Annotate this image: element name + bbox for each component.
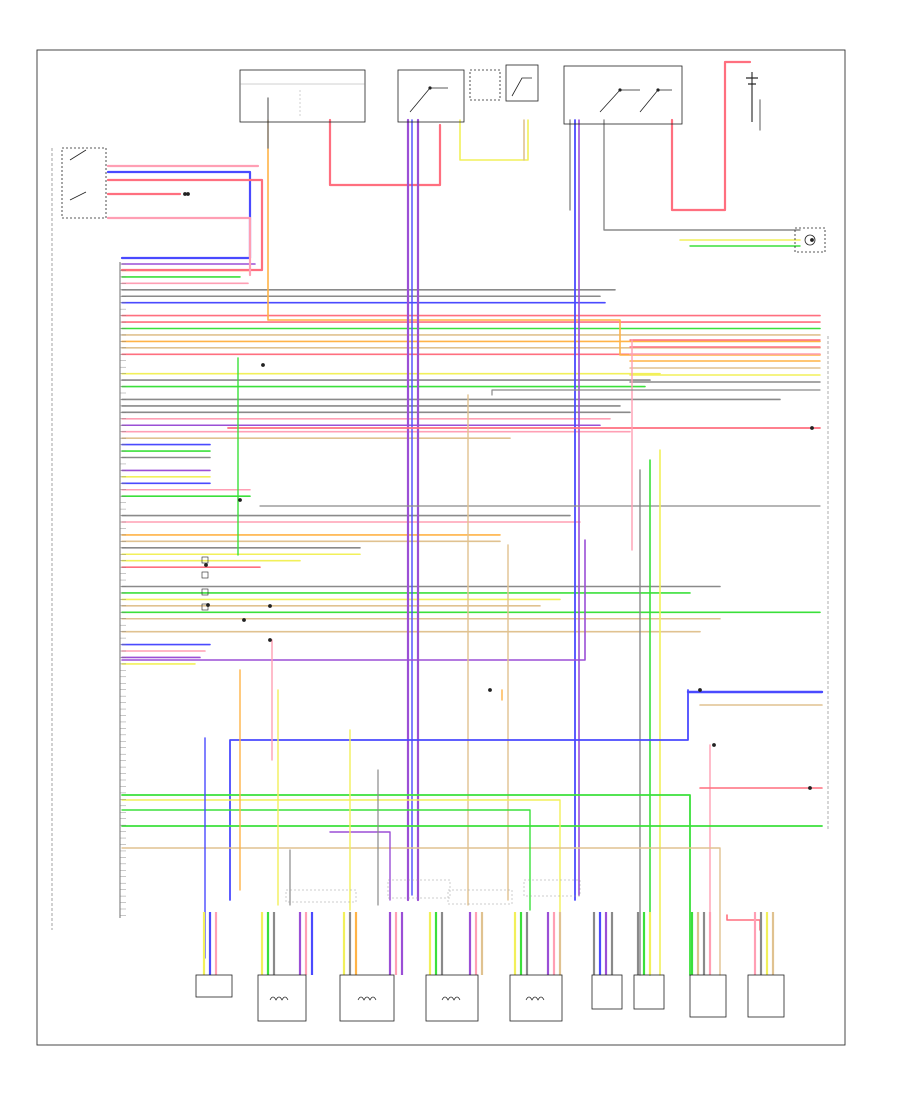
inline-connector bbox=[201, 588, 209, 596]
wire-gray-89 bbox=[491, 389, 821, 396]
sensor-body bbox=[747, 974, 785, 1018]
splice-dot bbox=[261, 363, 265, 367]
ecm-connector bbox=[51, 148, 121, 930]
relay-switch-2 bbox=[505, 64, 539, 102]
sensor-body bbox=[257, 974, 307, 1022]
splice-dot bbox=[810, 426, 814, 430]
injector-coil bbox=[525, 996, 545, 1001]
splice-dot bbox=[488, 688, 492, 692]
diagram-frame bbox=[36, 49, 846, 1046]
brake-switch-top bbox=[469, 69, 501, 101]
sensor-body bbox=[689, 974, 727, 1018]
battery-symbol bbox=[746, 72, 758, 122]
wire-green-96 bbox=[121, 794, 691, 976]
splice-markers bbox=[183, 192, 814, 790]
splice-dot bbox=[810, 238, 814, 242]
ignition-switch bbox=[239, 69, 366, 123]
connector-shell bbox=[285, 889, 357, 903]
ecm-pin-labels bbox=[120, 263, 126, 916]
wire-blue-51 bbox=[106, 170, 252, 260]
wire-red-58 bbox=[328, 118, 442, 187]
wire-yellow-62 bbox=[459, 119, 529, 161]
splice-dot bbox=[268, 604, 272, 608]
splice-dot bbox=[242, 618, 246, 622]
splice-dot bbox=[712, 743, 716, 747]
wire-pink-55 bbox=[106, 216, 252, 277]
wire-red-67 bbox=[670, 60, 752, 212]
splice-dot bbox=[808, 786, 812, 790]
sensor-body bbox=[425, 974, 479, 1022]
injector-coil bbox=[269, 996, 289, 1001]
wire-layer bbox=[106, 60, 824, 976]
splice-dot bbox=[204, 563, 208, 567]
splice-dot bbox=[183, 192, 187, 196]
wire-blue-91 bbox=[229, 689, 689, 901]
connector-shell bbox=[447, 889, 513, 905]
inline-connector bbox=[201, 571, 209, 579]
wire-green-100 bbox=[121, 809, 531, 911]
sensor-body bbox=[633, 974, 665, 1010]
sensor-body bbox=[591, 974, 623, 1010]
brake-lamp-switch bbox=[61, 147, 107, 219]
splice-dot bbox=[186, 192, 190, 196]
inline-connector bbox=[201, 556, 209, 564]
injector-coil bbox=[441, 996, 461, 1001]
wire-purple-86 bbox=[121, 539, 586, 661]
fuel-pump-relay-box bbox=[563, 65, 683, 125]
sensor-body bbox=[509, 974, 563, 1022]
wire-red-52 bbox=[106, 178, 264, 272]
wire-gray-68 bbox=[603, 119, 801, 231]
splice-dot bbox=[238, 498, 242, 502]
sensor-components bbox=[195, 879, 785, 1022]
sensor-body bbox=[195, 974, 233, 998]
splice-dot bbox=[698, 688, 702, 692]
splice-dot bbox=[268, 638, 272, 642]
inline-connector bbox=[201, 603, 209, 611]
connector-shell bbox=[523, 879, 581, 897]
wire-tan-99 bbox=[121, 847, 721, 976]
relay-switch-1 bbox=[397, 69, 465, 123]
injector-coil bbox=[357, 996, 377, 1001]
wire-orange-56 bbox=[267, 119, 821, 356]
fuel-pump-connector bbox=[794, 227, 826, 253]
sensor-body bbox=[339, 974, 395, 1022]
